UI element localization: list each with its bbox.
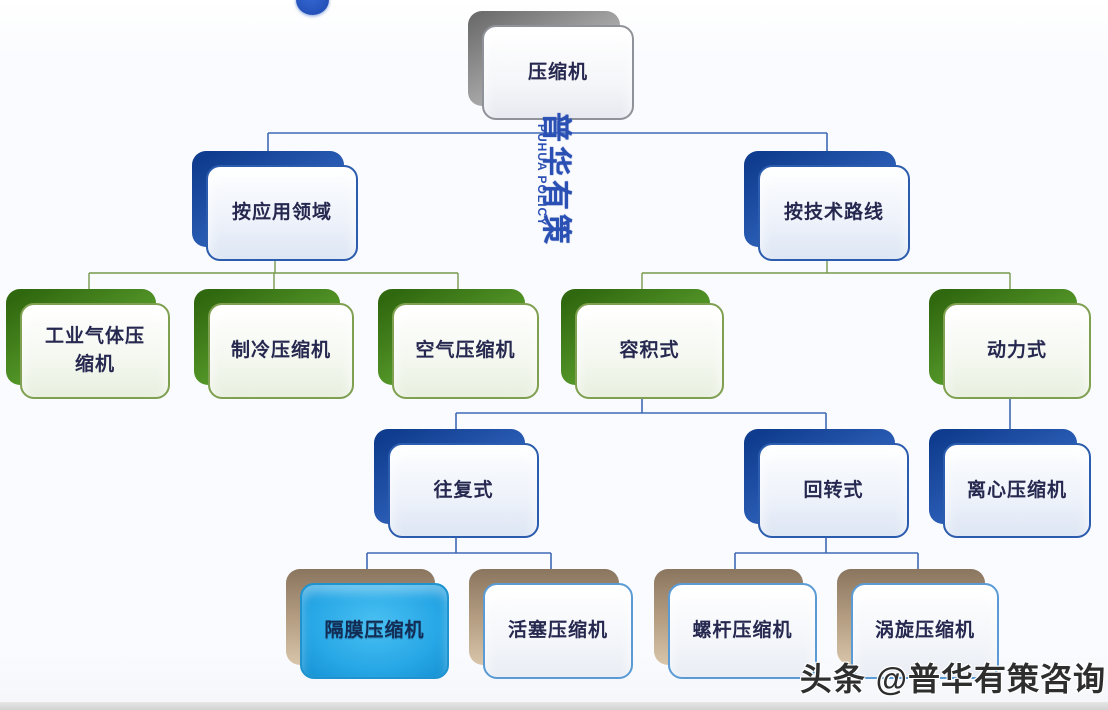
node-label: 活塞压缩机 [507,620,608,642]
node-box: 制冷压缩机 [208,303,354,399]
node-compressor: 压缩机 [468,11,634,120]
node-label: 离心压缩机 [966,479,1067,501]
node-by-application-field: 按应用领域 [192,151,358,261]
connector-application-children [88,261,459,289]
node-box: 工业气体压 缩机 [20,303,170,399]
connector-technical-children [641,261,1011,289]
node-screw-compressor: 螺杆压缩机 [654,569,817,679]
node-label: 工业气体压 缩机 [44,326,145,375]
bottom-gray-strip [0,702,1108,710]
node-label: 往复式 [433,479,494,501]
node-box: 空气压缩机 [392,303,539,399]
node-refrigeration-compressor: 制冷压缩机 [194,289,354,399]
node-label: 容积式 [619,340,680,362]
node-label: 空气压缩机 [415,340,516,362]
node-reciprocating: 往复式 [374,429,539,538]
node-piston-compressor: 活塞压缩机 [469,569,633,679]
node-label: 回转式 [803,479,864,501]
toutiao-watermark: 头条 @普华有策咨询 [799,661,1106,697]
center-watermark: 普华有策 PUHUA POLICY [505,112,587,262]
node-scroll-compressor: 涡旋压缩机 [837,569,999,679]
node-rotary: 回转式 [744,429,909,538]
node-label: 压缩机 [527,61,588,83]
connector-rotary-children [734,538,919,569]
node-box: 活塞压缩机 [483,583,633,679]
node-dynamic-type: 动力式 [929,289,1091,399]
node-box: 按技术路线 [758,165,910,261]
node-box: 往复式 [388,443,539,538]
center-watermark-en-text: PUHUA POLICY [535,124,549,227]
node-label: 隔膜压缩机 [324,620,425,642]
blue-dot-decoration [296,0,329,15]
node-box: 动力式 [943,303,1091,399]
node-centrifugal-compressor: 离心压缩机 [929,429,1091,538]
node-label: 按技术路线 [783,202,884,224]
node-by-technical-route: 按技术路线 [744,151,910,261]
node-box: 离心压缩机 [943,443,1091,538]
connector-reciprocating-children [366,538,552,569]
node-label: 动力式 [986,340,1047,362]
node-box: 螺杆压缩机 [668,583,817,679]
node-box: 按应用领域 [206,165,358,261]
node-industrial-gas-compressor: 工业气体压 缩机 [6,289,170,399]
node-box: 涡旋压缩机 [851,583,999,679]
node-box: 压缩机 [482,25,634,120]
node-diaphragm-compressor: 隔膜压缩机 [286,569,449,679]
node-box: 隔膜压缩机 [300,583,449,679]
node-box: 容积式 [575,303,724,399]
node-positive-displacement: 容积式 [561,289,724,399]
connector-positive-displacement-children [455,399,827,429]
node-air-compressor: 空气压缩机 [378,289,539,399]
node-label: 制冷压缩机 [230,340,331,362]
node-label: 按应用领域 [231,202,332,224]
node-label: 螺杆压缩机 [692,620,793,642]
node-label: 涡旋压缩机 [874,620,975,642]
node-box: 回转式 [758,443,909,538]
